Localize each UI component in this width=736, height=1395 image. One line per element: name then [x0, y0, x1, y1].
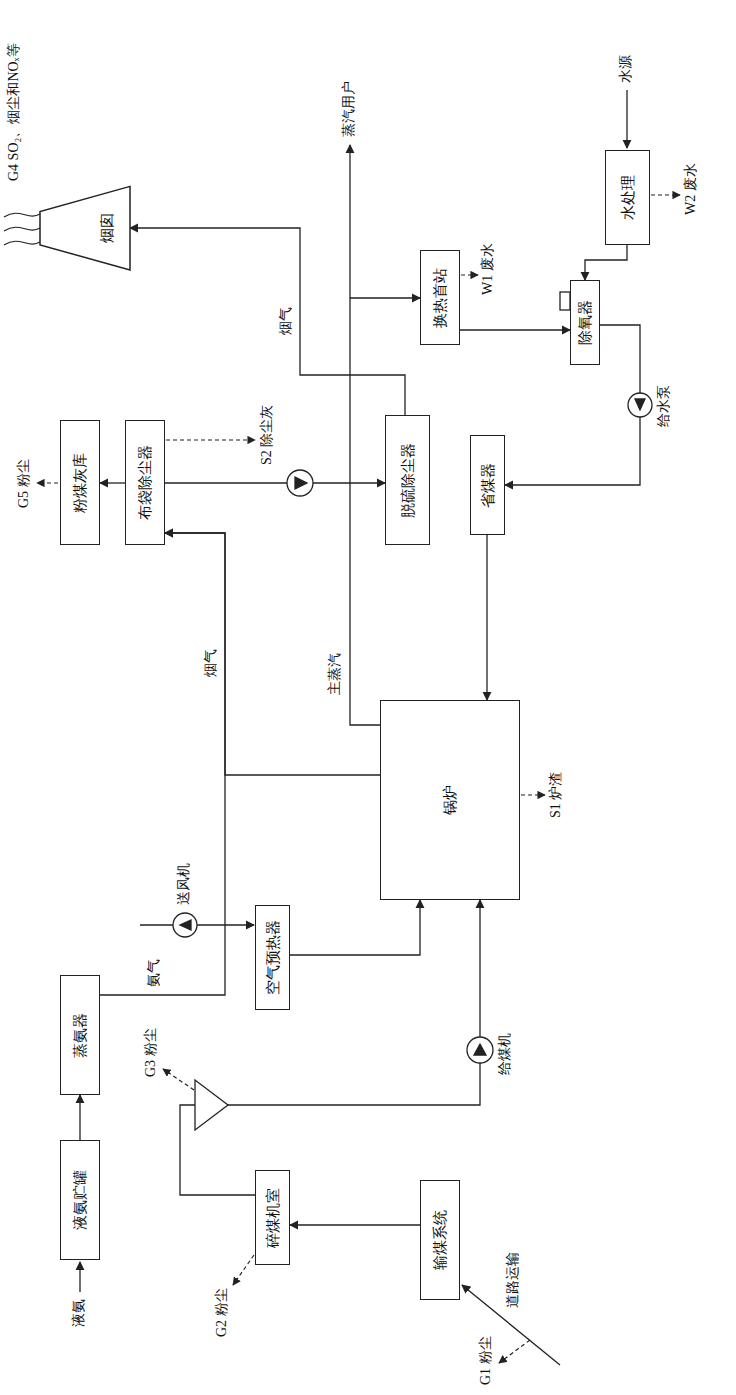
box-label: 除氧器 — [576, 300, 594, 345]
chimney-outline — [40, 186, 130, 270]
stream-label: 液氨 — [71, 1297, 88, 1329]
flow-line — [290, 900, 420, 955]
stream-label: 蒸汽用户 — [341, 79, 358, 139]
box-label: 空气预热器 — [264, 920, 282, 995]
stream-label: 给煤机 — [497, 1031, 514, 1077]
process-box: 锅炉 — [380, 700, 520, 900]
feed-arrow — [79, 1262, 80, 1292]
process-box: 输煤系统 — [420, 1180, 460, 1300]
flow-label: 氨气 — [146, 957, 163, 989]
flow-line — [130, 228, 405, 415]
flow-line — [180, 900, 480, 1195]
blower-intake — [197, 924, 254, 925]
stream-label: 道路运输 — [505, 1250, 522, 1310]
box-label: 蒸氨器 — [71, 1013, 89, 1058]
stream-label: S2 除尘灰 — [259, 403, 276, 467]
emission-arrow — [233, 1255, 254, 1285]
feed-arrow — [79, 1262, 80, 1292]
box-label: 粉煤灰库 — [71, 453, 89, 513]
chimney-outline — [40, 186, 130, 270]
stream-label: W1 废水 — [480, 241, 497, 297]
emission-arrow — [651, 194, 680, 195]
smoke-plume — [4, 213, 40, 245]
box-label: 脱硫除尘器 — [399, 443, 417, 518]
box-label: 省煤器 — [479, 463, 497, 508]
flow-line — [585, 245, 627, 280]
flow-label: 主蒸汽 — [327, 651, 344, 697]
stream-label: G5 粉尘 — [16, 457, 33, 510]
flow-label: 烟气 — [278, 305, 295, 337]
stream-label: G3 粉尘 — [143, 1026, 160, 1079]
fan-symbol — [287, 470, 313, 496]
emission-arrow — [163, 1069, 194, 1090]
stream-label: 给水泵 — [656, 383, 673, 429]
flow-line — [290, 1224, 420, 1225]
process-box: 除氧器 — [570, 280, 600, 365]
process-box: 布袋除尘器 — [125, 420, 165, 545]
emission-arrow — [166, 439, 255, 440]
steam-user-arrow — [349, 145, 350, 298]
box-label: 布袋除尘器 — [136, 445, 154, 520]
deaerator-head — [560, 292, 570, 310]
process-box: 换热首站 — [420, 250, 460, 345]
fan-symbol — [180, 920, 191, 930]
stream-label: G4 SO₂、烟尘和NOₓ等 — [6, 41, 23, 183]
process-box: 碎煤机室 — [255, 1170, 290, 1265]
process-box: 蒸氨器 — [60, 975, 100, 1095]
fan-symbol — [295, 477, 307, 489]
flow-line — [100, 482, 125, 483]
flow-line — [165, 482, 385, 483]
blower-intake — [140, 924, 173, 925]
fan-symbol — [467, 1037, 493, 1063]
stream-label: 送风机 — [176, 861, 193, 907]
flow-line — [460, 329, 570, 330]
box-label: 液氨贮罐 — [71, 1170, 89, 1230]
water-source-arrow — [626, 90, 627, 148]
emission-arrow — [461, 274, 478, 275]
steam-user-arrow — [349, 145, 350, 298]
flow-line — [100, 533, 225, 995]
box-label: 碎煤机室 — [264, 1188, 282, 1248]
emission-arrow — [37, 482, 58, 483]
flow-label: 烟气 — [203, 647, 220, 679]
coal-hopper — [195, 1080, 228, 1130]
fan-symbol — [628, 393, 652, 417]
process-box: 省煤器 — [470, 435, 505, 535]
box-label: 输煤系统 — [431, 1210, 449, 1270]
stream-label: G2 粉尘 — [214, 1286, 231, 1339]
box-label: 烟囱 — [98, 213, 116, 243]
box-label: 水处理 — [619, 175, 637, 220]
coal-hopper — [195, 1080, 228, 1130]
fan-symbol — [474, 1044, 486, 1055]
chimney-shape: 烟囱 — [40, 186, 130, 270]
fan-symbol — [173, 393, 652, 1063]
fan-symbol — [635, 399, 645, 410]
flow-line — [79, 1095, 80, 1140]
emission-arrow — [521, 794, 545, 795]
smoke-plume — [4, 241, 40, 245]
smoke-plume — [4, 227, 40, 231]
process-box: 空气预热器 — [255, 905, 290, 1010]
stream-label: 水源 — [618, 53, 635, 85]
process-box: 液氨贮罐 — [60, 1140, 100, 1260]
process-box: 水处理 — [605, 150, 650, 245]
box-label: 锅炉 — [441, 785, 459, 815]
smoke-plume — [4, 213, 40, 217]
flow-line — [486, 535, 487, 700]
emission-arrow — [499, 1340, 530, 1363]
process-box: 粉煤灰库 — [60, 420, 100, 545]
flow-line — [165, 533, 380, 775]
emission-arrow — [37, 195, 680, 1363]
process-box: 脱硫除尘器 — [385, 415, 430, 545]
fan-symbol — [173, 913, 197, 937]
water-source-arrow — [626, 90, 627, 148]
deaerator-head — [560, 292, 570, 310]
stream-label: G1 粉尘 — [478, 1334, 495, 1387]
stream-label: S1 炉渣 — [548, 770, 565, 820]
box-label: 换热首站 — [431, 268, 449, 328]
stream-label: W2 废水 — [683, 161, 700, 217]
